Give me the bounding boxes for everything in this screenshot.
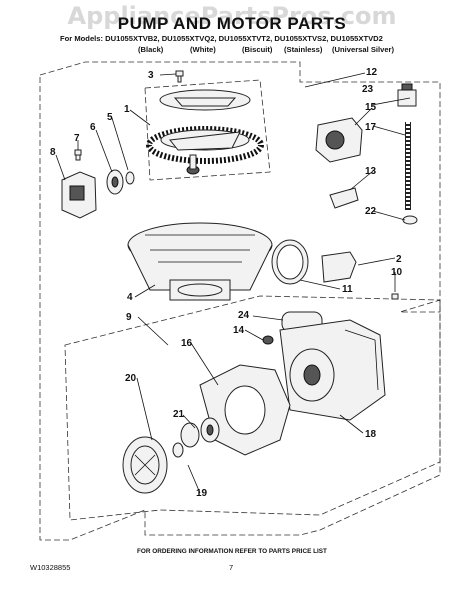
callout-21: 21 xyxy=(173,409,185,420)
part-seal-21 xyxy=(180,417,220,448)
part-bracket-2 xyxy=(321,251,357,283)
callout-5: 5 xyxy=(107,112,113,123)
callout-16: 16 xyxy=(181,338,193,349)
part-motor-18 xyxy=(279,319,386,421)
color-white: (White) xyxy=(190,45,216,54)
callout-8: 8 xyxy=(50,147,56,158)
part-housing-8 xyxy=(61,171,97,219)
callout-10: 10 xyxy=(391,267,403,278)
color-biscuit: (Biscuit) xyxy=(242,45,273,54)
part-ring-11 xyxy=(271,239,309,285)
page-title: PUMP AND MOTOR PARTS xyxy=(117,14,347,33)
part-drain-pump-15 xyxy=(315,117,363,163)
callout-24: 24 xyxy=(238,310,250,321)
callout-1: 1 xyxy=(124,104,130,115)
color-universal-silver: (Universal Silver) xyxy=(332,45,395,54)
part-sensor-23 xyxy=(397,83,417,107)
part-clip-5 xyxy=(125,171,135,185)
part-sump-4 xyxy=(127,222,273,301)
watermark: AppliancePartsPros.com xyxy=(67,2,397,30)
callout-20: 20 xyxy=(125,373,137,384)
color-black: (Black) xyxy=(138,45,164,54)
callout-6: 6 xyxy=(90,122,96,133)
part-pump-housing-16 xyxy=(199,364,291,456)
part-nut-14 xyxy=(262,335,274,345)
part-clamp-22 xyxy=(402,215,418,225)
part-impeller-20 xyxy=(122,436,184,494)
callout-18: 18 xyxy=(365,429,377,440)
inner-dashed-boundary xyxy=(64,295,441,521)
callout-2: 2 xyxy=(396,254,402,265)
callout-4: 4 xyxy=(127,292,133,303)
part-screw-7 xyxy=(74,149,82,161)
part-clip-13 xyxy=(329,187,359,209)
callout-13: 13 xyxy=(365,166,377,177)
ordering-note: FOR ORDERING INFORMATION REFER TO PARTS … xyxy=(137,548,327,555)
callout-7: 7 xyxy=(74,133,80,144)
part-screw-10 xyxy=(391,293,399,300)
callout-19: 19 xyxy=(196,488,208,499)
part-spray-manifold-1 xyxy=(146,89,264,175)
callout-15: 15 xyxy=(365,102,377,113)
callout-14: 14 xyxy=(233,325,245,336)
callout-22: 22 xyxy=(365,206,377,217)
models-line: For Models: DU1055XTVB2, DU1055XTVQ2, DU… xyxy=(60,34,383,43)
callout-23: 23 xyxy=(362,84,374,95)
callout-12: 12 xyxy=(366,67,378,78)
callout-3: 3 xyxy=(148,70,154,81)
document-number: W10328855 xyxy=(30,563,71,572)
callout-9: 9 xyxy=(126,312,132,323)
part-disc-6 xyxy=(106,169,124,195)
callout-17: 17 xyxy=(365,122,377,133)
page-number: 7 xyxy=(229,563,234,572)
part1-dashed-boundary xyxy=(144,79,271,181)
color-stainless: (Stainless) xyxy=(284,45,323,54)
callout-11: 11 xyxy=(342,284,353,295)
part-screw-3 xyxy=(175,70,184,83)
